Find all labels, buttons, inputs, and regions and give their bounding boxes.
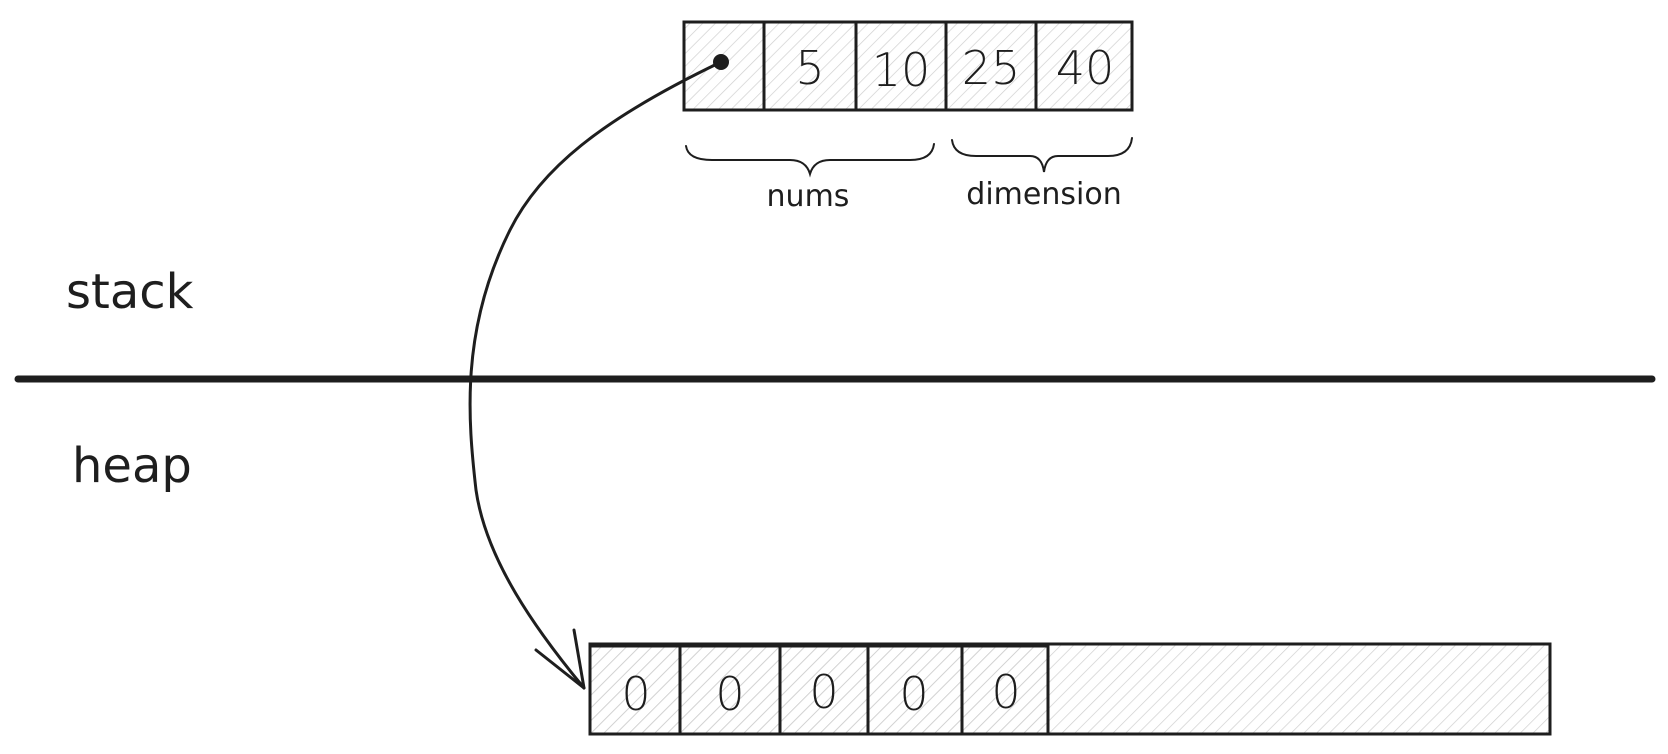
heap-cell-value: 0 — [899, 667, 928, 721]
stack-cell-value: 5 — [795, 41, 824, 95]
heap-label: heap — [72, 438, 192, 494]
stack-cell — [1034, 20, 1134, 112]
heap-cell-value: 0 — [621, 667, 650, 721]
heap-buffer: 0 0 0 0 0 — [588, 642, 1552, 736]
dimension-brace — [951, 137, 1133, 173]
pointer-arrow — [468, 60, 723, 690]
dimension-label: dimension — [966, 177, 1121, 212]
heap-cell — [588, 644, 682, 736]
stack-cell — [762, 20, 858, 112]
nums-label: nums — [767, 179, 850, 214]
heap-cell-value: 0 — [991, 665, 1020, 719]
stack-cell-value: 40 — [1056, 41, 1115, 95]
arrowhead-icon — [534, 628, 586, 690]
stack-frame: 5 10 25 40 — [682, 20, 1134, 112]
heap-cell — [960, 644, 1050, 736]
stack-label: stack — [66, 264, 194, 320]
heap-cell-value: 0 — [715, 667, 744, 721]
stack-cell-value: 25 — [962, 41, 1021, 95]
heap-cell — [678, 644, 782, 736]
stack-cell — [854, 20, 948, 112]
heap-cell-value: 0 — [809, 665, 838, 719]
nums-brace — [685, 143, 935, 178]
stack-cell-value: 10 — [872, 43, 931, 97]
heap-cell — [866, 644, 964, 736]
